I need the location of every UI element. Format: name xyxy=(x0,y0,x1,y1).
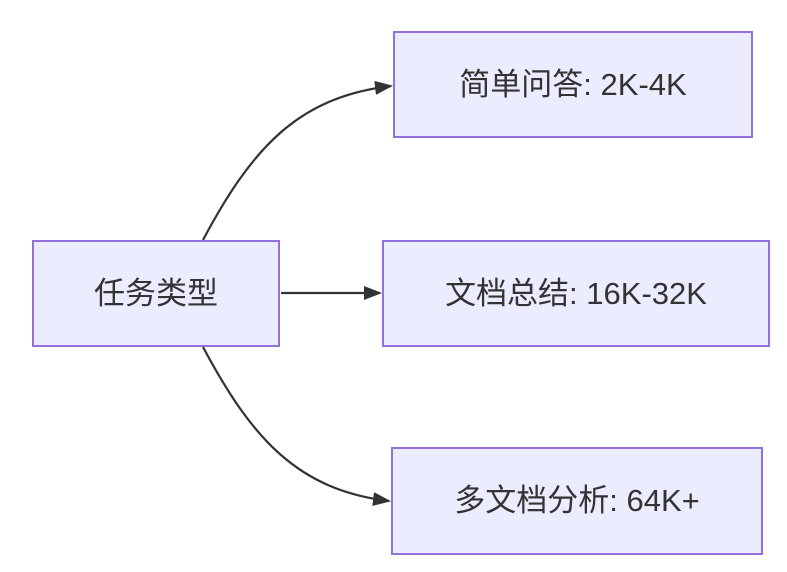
node-simple-qa: 简单问答: 2K-4K xyxy=(393,31,753,138)
node-multi-doc-analysis-label: 多文档分析: 64K+ xyxy=(454,483,700,519)
node-doc-summary: 文档总结: 16K-32K xyxy=(382,240,770,347)
edge-root-to-branch-0 xyxy=(202,80,393,241)
node-simple-qa-label: 简单问答: 2K-4K xyxy=(459,66,687,102)
node-task-type: 任务类型 xyxy=(32,240,280,347)
node-multi-doc-analysis: 多文档分析: 64K+ xyxy=(391,447,763,555)
edge-root-to-branch-2 xyxy=(202,346,391,507)
node-doc-summary-label: 文档总结: 16K-32K xyxy=(445,275,707,311)
node-task-type-label: 任务类型 xyxy=(94,275,218,311)
